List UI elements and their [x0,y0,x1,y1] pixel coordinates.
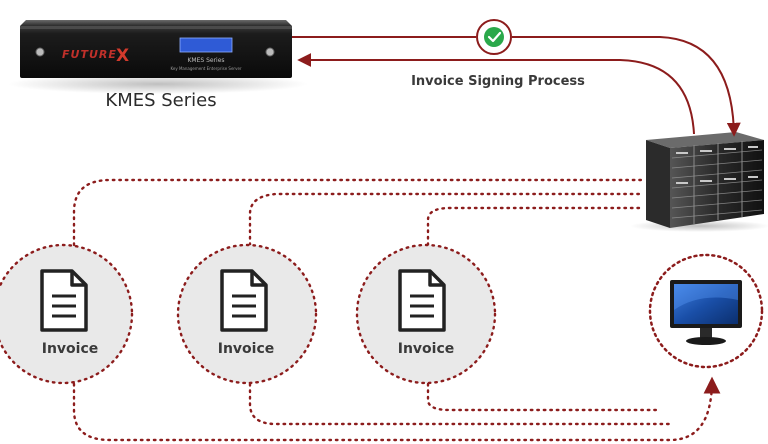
upper-flow-path-2 [248,192,644,247]
process-label: Invoice Signing Process [411,74,585,89]
device-label: KMES Series [105,90,217,111]
response-arrow [297,53,695,135]
workstation-icon [648,253,764,369]
document-icon [40,269,88,332]
invoice-node-1: Invoice [0,243,134,385]
lower-flow-path-1 [72,376,721,442]
invoice-flow-paths [72,178,721,442]
invoice-label-3: Invoice [398,341,455,357]
checkmark-icon [476,19,512,55]
lower-flow-path-3 [426,382,662,412]
lower-flow-path-2 [248,382,672,426]
server-rack-icon [630,132,768,232]
panel-subtitle: Key Management Enterprise Server [170,66,241,71]
brand-logo-x: X [116,46,129,66]
invoice-label-2: Invoice [218,341,275,357]
brand-logo: FUTURE [62,48,117,61]
document-icon [398,269,446,332]
document-icon [220,269,268,332]
lcd-display [179,37,233,53]
panel-title: KMES Series [187,57,224,64]
kmes-appliance-icon: FUTURE X KMES Series Key Management Ente… [8,20,308,94]
invoice-label-1: Invoice [42,341,99,357]
request-arrow [512,36,741,137]
signing-process-flow [292,36,741,137]
upper-flow-path-1 [72,178,644,247]
invoice-node-3: Invoice [355,243,497,385]
upper-flow-path-3 [426,206,644,247]
invoice-node-2: Invoice [176,243,318,385]
